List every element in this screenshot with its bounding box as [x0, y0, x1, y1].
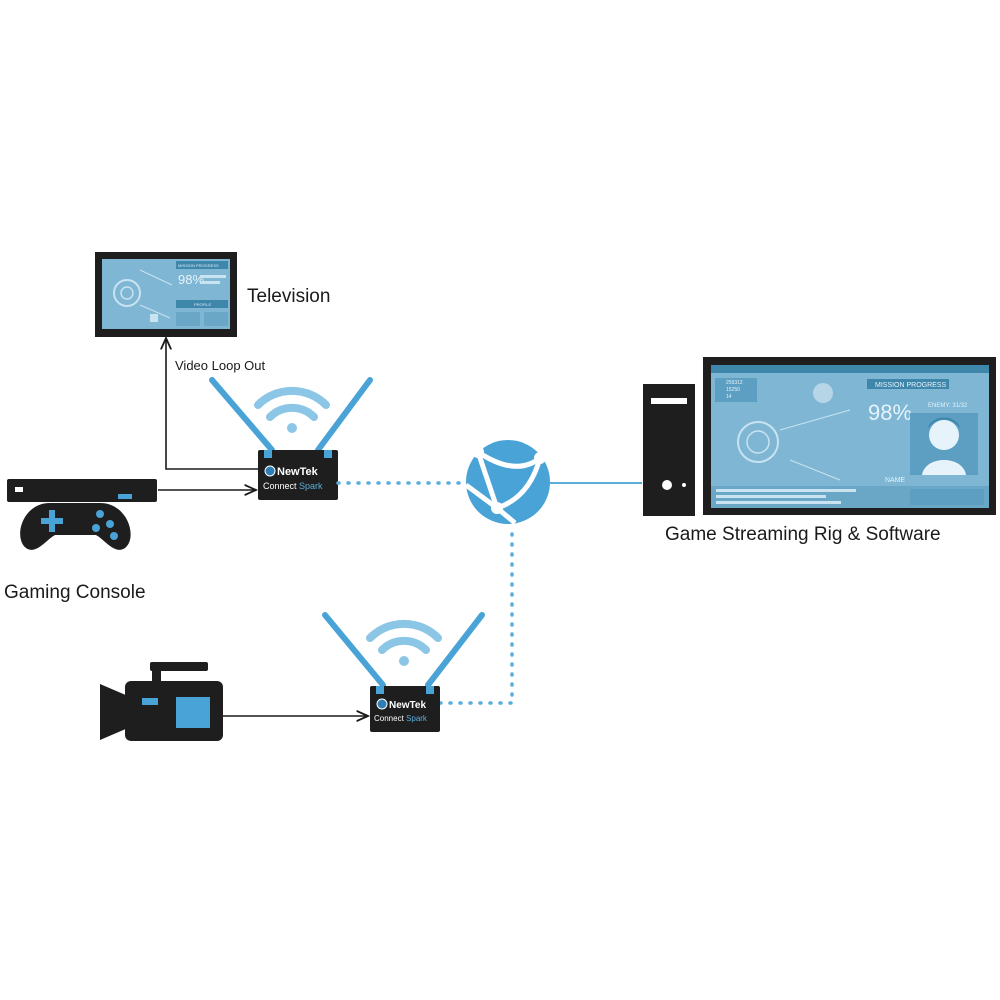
antenna-right [315, 377, 373, 453]
encoder-1-brand: NewTek [277, 466, 319, 478]
label-rig: Game Streaming Rig & Software [665, 524, 941, 545]
monitor-stat-1: 259312 [726, 380, 743, 386]
monitor-stat-3: 14 [726, 394, 732, 400]
encoder-2-model-accent: Spark [406, 714, 428, 723]
tv-percent: 98% [178, 272, 204, 287]
svg-text:Connect Spark: Connect Spark [374, 714, 428, 723]
camcorder-icon [100, 662, 223, 741]
antenna-right [425, 612, 485, 688]
console-box-icon [7, 479, 157, 502]
encoder-2-model: Connect [374, 714, 405, 723]
globe-icon [464, 440, 550, 525]
tv-profile: PROFILE [194, 302, 211, 307]
antenna-left [209, 377, 275, 453]
encoder-2: NewTek Connect Spark [322, 612, 485, 732]
tv-mission-progress: MISSION PROGRESS [178, 263, 219, 268]
svg-text:Connect Spark: Connect Spark [263, 481, 323, 491]
encoder-1-box [258, 450, 338, 500]
video-loop-out-arrow [166, 338, 258, 470]
encoder-1-model: Connect [263, 481, 297, 491]
antenna-left [322, 612, 386, 688]
encoder-2-brand: NewTek [389, 700, 426, 711]
label-television: Television [247, 286, 330, 307]
wifi-icon [366, 619, 442, 666]
monitor-percent: 98% [868, 400, 912, 425]
monitor-stat-2: 15250 [726, 387, 740, 393]
encoder-1-model-accent: Spark [299, 481, 323, 491]
monitor-icon: 259312 15250 14 MISSION PROGRESS 98% ENE… [703, 357, 996, 515]
wifi-icon [254, 386, 330, 433]
encoder-2-network-link [438, 524, 514, 705]
encoder-2-box [370, 686, 440, 732]
encoder-1: NewTek Connect Spark [209, 377, 373, 500]
monitor-enemy: ENEMY: 31/32 [928, 403, 968, 409]
label-gaming-console: Gaming Console [4, 582, 146, 603]
label-video-loop-out: Video Loop Out [175, 358, 265, 373]
monitor-mission-progress: MISSION PROGRESS [875, 382, 947, 389]
monitor-name: NAME [885, 477, 906, 484]
pc-tower-icon [643, 384, 695, 516]
gamepad-icon [20, 503, 131, 550]
television-icon: MISSION PROGRESS 98% PROFILE [95, 252, 237, 337]
